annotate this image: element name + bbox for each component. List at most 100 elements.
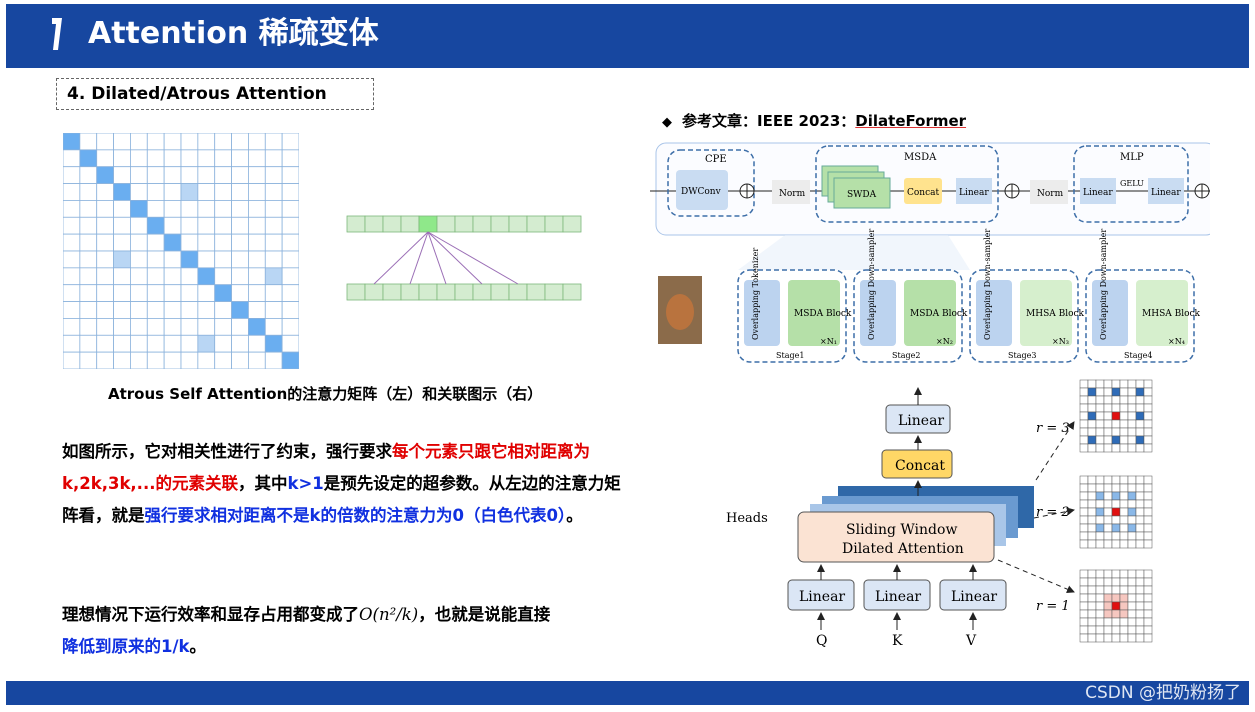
assoc-cell (508, 215, 528, 233)
dilation-cell (1095, 427, 1105, 437)
dilation-cell (1143, 419, 1153, 429)
dilation-cell (1135, 601, 1145, 611)
matrix-cell (197, 133, 216, 151)
matrix-cell (248, 233, 266, 252)
dilation-cell (1127, 593, 1137, 603)
sampler-box (976, 280, 1012, 346)
block-label: MSDA Block (910, 309, 968, 319)
para2-text-2: ，也就是说能直接 (418, 605, 551, 624)
dilation-cell (1127, 531, 1137, 541)
matrix-cell (146, 149, 165, 168)
dilation-cell (1127, 427, 1137, 437)
dilation-cell (1111, 475, 1121, 485)
matrix-cell (63, 267, 81, 286)
dilation-cell (1103, 403, 1113, 413)
matrix-cell (180, 216, 199, 235)
dilation-cell (1087, 601, 1097, 611)
block-box (1020, 280, 1072, 346)
matrix-cell (281, 284, 299, 302)
dilation-cell (1111, 491, 1121, 501)
dilation-cell (1135, 403, 1145, 413)
matrix-cell (96, 318, 114, 336)
matrix-cell (264, 351, 283, 369)
dilation-cell (1103, 585, 1113, 595)
dilation-cell (1135, 617, 1145, 627)
concat-label-small: Concat (907, 188, 940, 198)
sampler-box (860, 280, 896, 346)
assoc-cell (508, 283, 528, 301)
dilation-cell (1127, 411, 1137, 421)
matrix-cell (146, 250, 165, 269)
dilation-cell (1087, 531, 1097, 541)
dilation-cell (1095, 531, 1105, 541)
matrix-cell (113, 284, 131, 302)
stage3-group (969, 269, 1079, 363)
matrix-cell (264, 267, 283, 286)
dilation-cell (1079, 499, 1089, 509)
dilation-cell (1079, 539, 1089, 549)
stage-label: Stage2 (892, 351, 920, 360)
dilation-cell (1087, 539, 1097, 549)
matrix-cell (197, 267, 216, 286)
dilation-cell (1079, 609, 1089, 619)
dilation-cell (1087, 419, 1097, 429)
dilation-cell (1127, 395, 1137, 405)
assoc-arrow (409, 231, 429, 285)
stage4-group (1085, 269, 1195, 363)
dilation-cell (1079, 403, 1089, 413)
norm-label-2: Norm (1037, 189, 1064, 199)
matrix-cell (96, 166, 114, 184)
matrix-cell (197, 318, 216, 336)
matrix-cell (231, 318, 249, 336)
dilation-cell (1143, 499, 1153, 509)
matrix-cell (264, 250, 283, 269)
dilation-cell (1135, 609, 1145, 619)
dilation-cell (1143, 609, 1153, 619)
matrix-cell (231, 250, 249, 269)
stage2-group (853, 269, 963, 363)
matrix-cell (214, 284, 232, 302)
matrix-cell (264, 334, 283, 353)
matrix-cell (63, 149, 81, 168)
dilation-cell (1111, 483, 1121, 493)
matrix-cell (113, 216, 131, 235)
matrix-cell (163, 351, 182, 369)
matrix-cell (96, 250, 114, 269)
matrix-cell (214, 267, 232, 286)
dilation-cell (1135, 523, 1145, 533)
heads-label: Heads (726, 511, 768, 526)
dilation-cell (1127, 523, 1137, 533)
dilation-cell (1079, 443, 1089, 453)
matrix-cell (79, 233, 98, 252)
page-title: Attention 稀疏变体 (88, 16, 379, 51)
dilation-cell (1095, 569, 1105, 579)
matrix-cell (197, 149, 216, 168)
dilation-cell (1143, 379, 1153, 389)
dilation-cell (1119, 379, 1129, 389)
linear-label-k: Linear (875, 589, 921, 605)
block-box (788, 280, 840, 346)
linear-box-msda (956, 178, 992, 204)
dilation-cell (1119, 395, 1129, 405)
matrix-cell (248, 200, 266, 218)
sampler-label: Overlapping Down-sampler (983, 229, 992, 340)
dilation-cell (1079, 475, 1089, 485)
dilation-cell (1103, 443, 1113, 453)
dilation-cell (1103, 395, 1113, 405)
matrix-cell (146, 133, 165, 151)
dilation-cell (1103, 387, 1113, 397)
efficiency-paragraph: 理想情况下运行效率和显存占用都变成了O(n²/k)，也就是说能直接降低到原来的1… (62, 599, 622, 663)
assoc-cell (490, 283, 510, 301)
sampler-box (744, 280, 780, 346)
matrix-cell (281, 216, 299, 235)
gelu-label: GELU (1120, 179, 1144, 188)
dilation-cell (1095, 435, 1105, 445)
matrix-cell (197, 233, 216, 252)
dilation-cell (1127, 443, 1137, 453)
matrix-cell (63, 334, 81, 353)
matrix-cell (180, 334, 199, 353)
dilation-cell (1103, 633, 1113, 643)
dilation-cell (1079, 625, 1089, 635)
dilation-cell (1079, 633, 1089, 643)
dilation-cell (1135, 625, 1145, 635)
